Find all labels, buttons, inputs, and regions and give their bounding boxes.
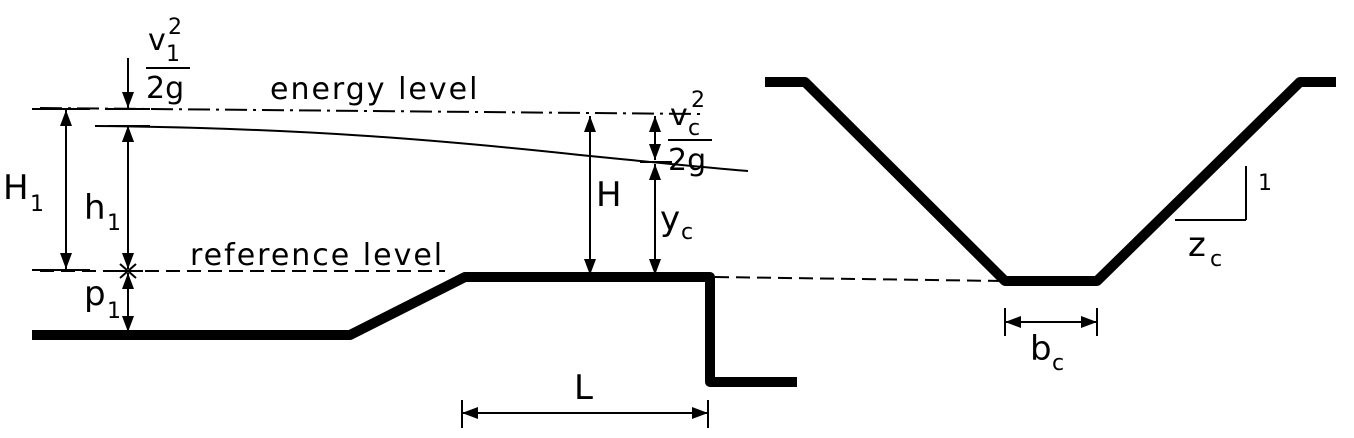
- crest-projection-line: [714, 276, 1004, 282]
- v1-subscript: 1: [166, 42, 180, 67]
- h1-subscript: 1: [107, 211, 121, 236]
- vc-denominator: 2g: [668, 143, 706, 178]
- weir-profile: [32, 272, 797, 387]
- slope-one-label: 1: [1258, 171, 1272, 196]
- bc-label: b: [1030, 329, 1052, 369]
- yc-subscript: c: [681, 220, 693, 245]
- yc-label: y: [660, 199, 680, 239]
- L-label: L: [574, 368, 593, 408]
- vc-label: v: [670, 98, 688, 133]
- energy-level-label: energy level: [270, 72, 479, 107]
- H1-arrow-bottom: [60, 253, 72, 269]
- reference-level-label: reference level: [190, 238, 444, 273]
- vc-superscript: 2: [691, 88, 705, 113]
- vc-subscript: c: [688, 116, 700, 141]
- water-surface-line: [94, 125, 749, 172]
- zc-subscript: c: [1210, 247, 1222, 272]
- H-label: H: [596, 175, 622, 215]
- H1-subscript: 1: [30, 192, 44, 217]
- zc-label: z: [1188, 225, 1206, 265]
- v1-superscript: 2: [168, 15, 182, 40]
- p1-label: p: [84, 274, 106, 314]
- H1-label: H: [3, 168, 29, 208]
- h1-label: h: [84, 188, 106, 228]
- bc-subscript: c: [1052, 351, 1064, 376]
- v1-label: v: [148, 23, 166, 58]
- v1-denominator: 2g: [146, 71, 184, 106]
- channel-cross-section: [765, 77, 1336, 286]
- H1-arrow-top: [60, 110, 72, 126]
- p1-subscript: 1: [107, 299, 121, 324]
